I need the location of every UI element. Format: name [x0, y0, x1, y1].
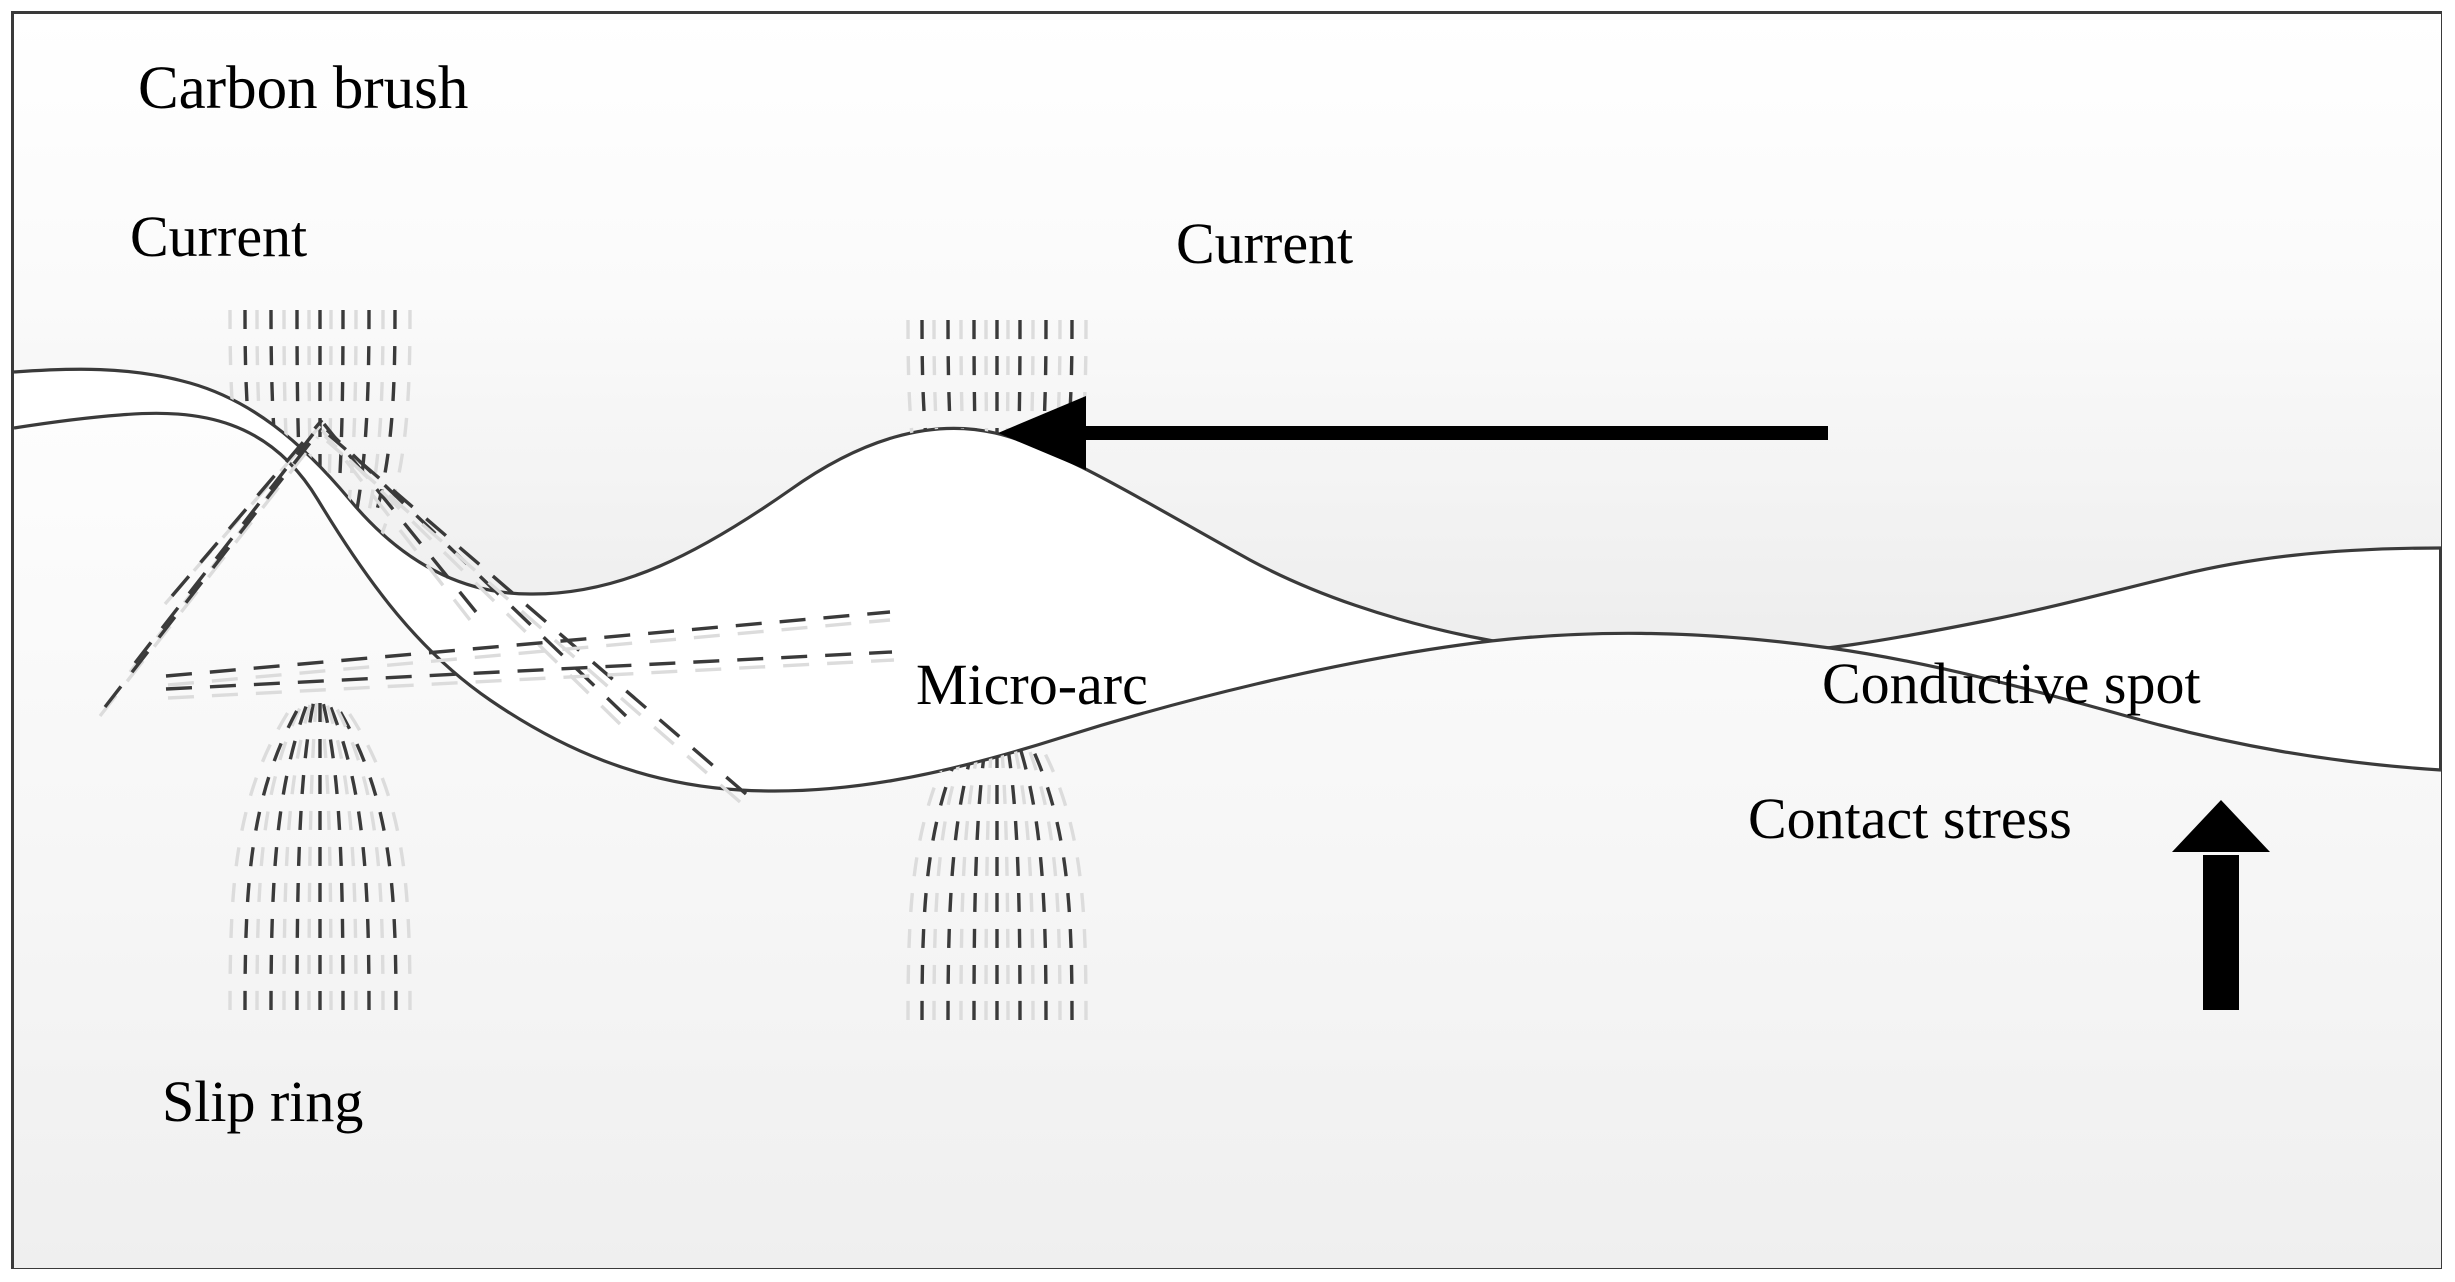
current-lines-upper-right	[906, 319, 1088, 628]
contact-stress-arrow	[2172, 800, 2270, 1010]
label-contact-stress: Contact stress	[1748, 786, 2072, 851]
ring-contact-profile	[13, 411, 2442, 793]
label-slip-ring: Slip ring	[162, 1069, 364, 1134]
conductive-spot-pointer	[998, 396, 1828, 470]
label-current-left: Current	[130, 204, 308, 269]
label-conductive-spot: Conductive spot	[1822, 651, 2201, 716]
slip-ring-body	[13, 411, 2442, 1268]
current-lines-lower-left	[228, 693, 412, 1011]
label-carbon-brush: Carbon brush	[138, 55, 469, 122]
label-micro-arc: Micro-arc	[916, 652, 1148, 717]
label-current-right: Current	[1176, 211, 1354, 276]
micro-arc-rays	[98, 418, 895, 804]
